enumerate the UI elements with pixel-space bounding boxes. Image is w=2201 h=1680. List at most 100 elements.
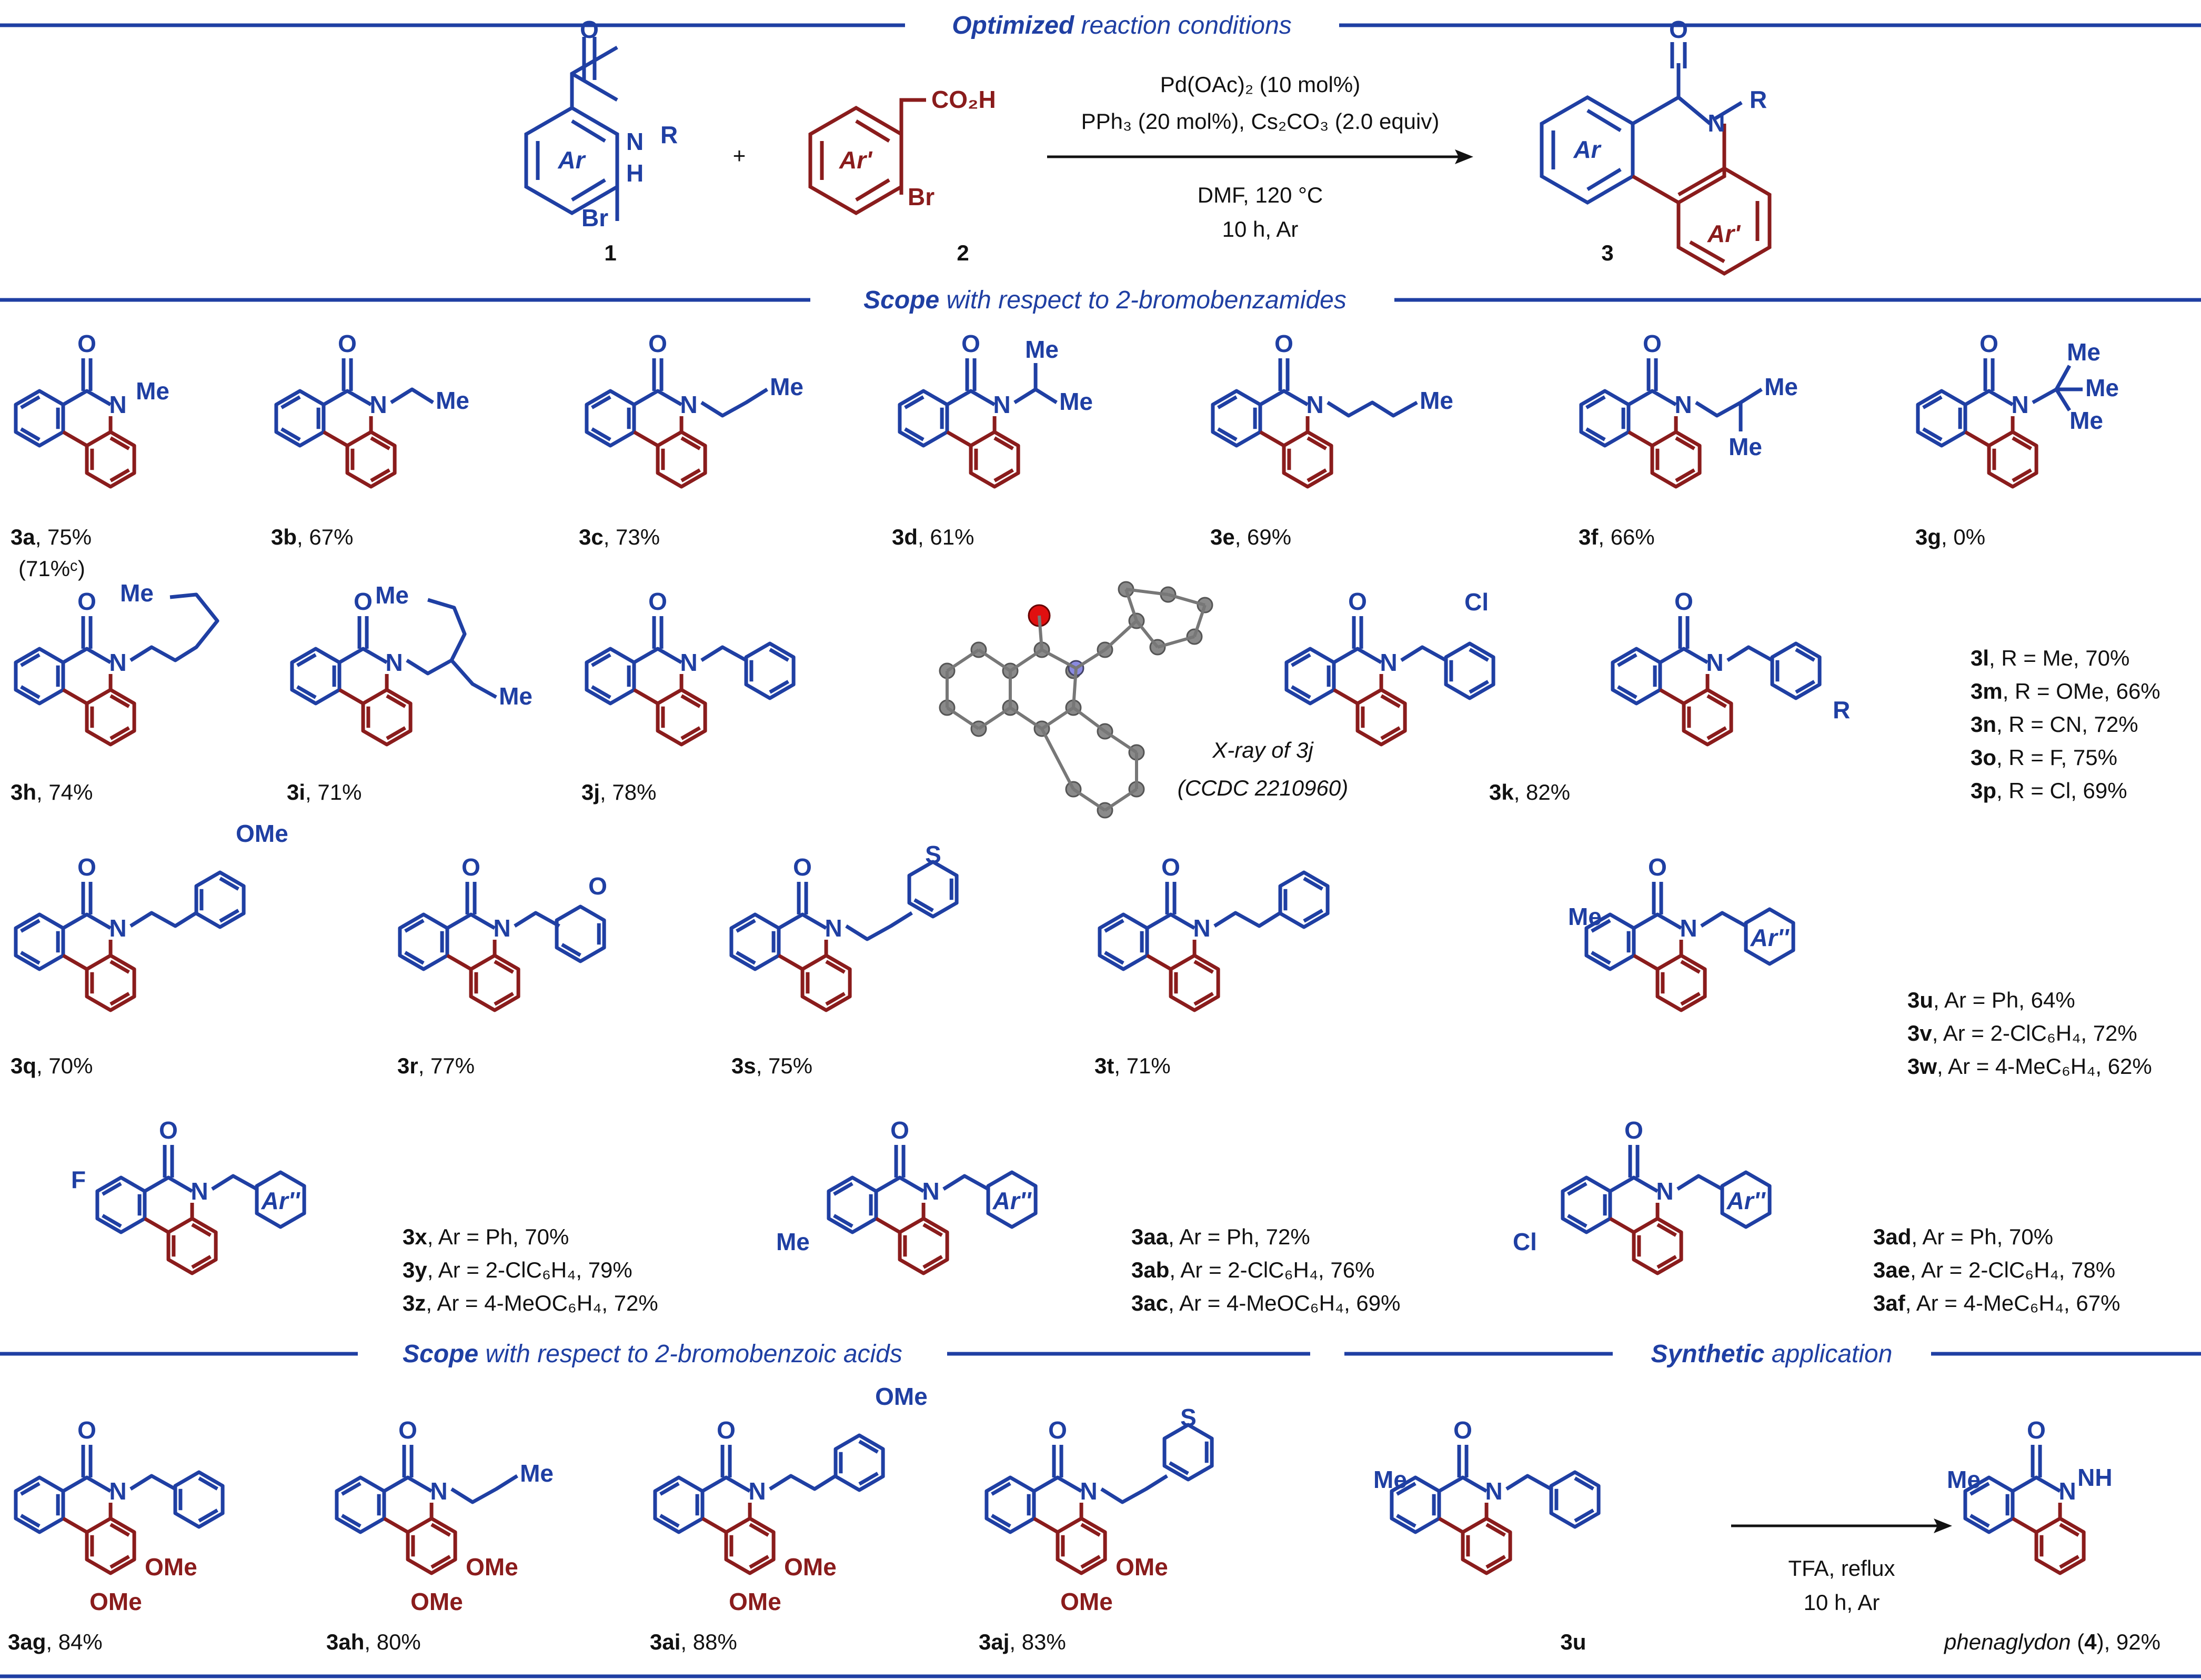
svg-text:Me: Me [1025,336,1059,363]
svg-text:Me: Me [375,581,409,609]
svg-text:Ar'': Ar'' [261,1187,301,1214]
svg-text:3t, 71%: 3t, 71% [1094,1053,1171,1078]
product-3: O N R Ar Ar' 3 [1540,16,1772,276]
svg-text:Ar'': Ar'' [992,1187,1032,1214]
svg-text:Ar'': Ar'' [1750,924,1790,951]
svg-text:Ar: Ar [1573,136,1601,163]
svg-text:PPh₃ (20 mol%), Cs₂CO₃ (2.0 eq: PPh₃ (20 mol%), Cs₂CO₃ (2.0 equiv) [1081,109,1440,134]
svg-text:N: N [109,391,126,418]
svg-text:3r, 77%: 3r, 77% [397,1053,475,1078]
svg-text:3ac, Ar = 4-MeOC₆H₄, 69%: 3ac, Ar = 4-MeOC₆H₄, 69% [1131,1291,1400,1315]
reactant-1-atoms: O N R H Br Ar 1 [557,16,678,265]
svg-text:Me: Me [1373,1466,1407,1493]
svg-text:O: O [1048,1416,1067,1444]
svg-text:OMe: OMe [784,1553,837,1581]
svg-text:Optimized reaction conditions: Optimized reaction conditions [952,12,1292,39]
svg-text:N: N [190,1178,208,1205]
svg-text:S: S [1180,1404,1197,1431]
svg-text:N: N [109,649,126,676]
application-start-label: 3u [1560,1629,1586,1654]
svg-text:O: O [648,588,667,615]
svg-text:3aj, 83%: 3aj, 83% [979,1629,1066,1654]
svg-text:3af, Ar = 4-MeC₆H₄, 67%: 3af, Ar = 4-MeC₆H₄, 67% [1873,1291,2120,1315]
svg-text:3m, R = OMe, 66%: 3m, R = OMe, 66% [1971,679,2160,703]
svg-text:3j, 78%: 3j, 78% [581,780,656,804]
svg-text:Br: Br [908,183,934,210]
svg-text:Ar': Ar' [839,146,873,174]
svg-text:3b, 67%: 3b, 67% [271,525,353,549]
series-aa-ac: 3aa, Ar = Ph, 72% 3ab, Ar = 2-ClC₆H₄, 76… [1131,1224,1400,1315]
svg-text:N: N [2058,1477,2076,1505]
svg-text:O: O [461,853,480,881]
svg-text:Scope with respect to 2-bromob: Scope with respect to 2-bromobenzoic aci… [403,1340,902,1368]
series-ad-af: 3ad, Ar = Ph, 70% 3ae, Ar = 2-ClC₆H₄, 78… [1873,1224,2120,1315]
svg-text:3h, 74%: 3h, 74% [11,780,93,804]
phenanthridinone-3l-3p: ONR [1611,588,1850,747]
svg-text:3e, 69%: 3e, 69% [1210,525,1291,549]
svg-text:Me: Me [2067,338,2101,366]
svg-text:3s, 75%: 3s, 75% [731,1053,812,1078]
svg-text:O: O [77,330,96,357]
svg-text:10 h, Ar: 10 h, Ar [1804,1590,1880,1615]
svg-text:3v, Ar = 2-ClC₆H₄, 72%: 3v, Ar = 2-ClC₆H₄, 72% [1907,1021,2137,1045]
application-product-label: phenaglydon (4), 92% [1943,1629,2160,1654]
svg-text:Me: Me [770,373,803,400]
svg-text:N: N [109,914,126,942]
svg-text:N: N [1706,649,1723,676]
svg-text:R: R [1750,86,1767,113]
svg-text:3q, 70%: 3q, 70% [11,1053,93,1078]
phenanthridinone-3r: ONO [398,853,607,1012]
svg-text:O: O [338,330,357,357]
svg-text:3ab, Ar = 2-ClC₆H₄, 76%: 3ab, Ar = 2-ClC₆H₄, 76% [1131,1258,1374,1282]
svg-text:Me: Me [776,1228,810,1255]
reactant-2 [808,98,926,216]
svg-text:O: O [1161,853,1180,881]
svg-text:N: N [1485,1477,1502,1505]
svg-text:N: N [109,1477,126,1505]
svg-text:O: O [77,588,96,615]
svg-text:OMe: OMe [1115,1553,1168,1581]
header-scope-acids: Scope with respect to 2-bromobenzoic aci… [0,1340,1310,1368]
svg-text:Scope with respect to 2-bromob: Scope with respect to 2-bromobenzamides [863,286,1346,314]
svg-text:Ar': Ar' [1707,220,1741,247]
svg-text:N: N [748,1477,766,1505]
header-optimized: Optimized reaction conditions [0,12,2201,39]
svg-text:OMe: OMe [410,1588,463,1615]
svg-text:N: N [1674,391,1692,418]
svg-text:Pd(OAc)₂ (10 mol%): Pd(OAc)₂ (10 mol%) [1160,72,1360,97]
svg-text:10 h, Ar: 10 h, Ar [1222,217,1299,242]
svg-text:O: O [1979,330,1998,357]
xray-structure: X-ray of 3j (CCDC 2210960) [939,581,1348,819]
svg-text:2: 2 [957,240,969,265]
svg-text:Me: Me [499,682,532,710]
svg-text:3a, 75%: 3a, 75% [11,525,92,549]
svg-text:O: O [1643,330,1662,357]
svg-text:OMe: OMe [145,1553,197,1581]
svg-text:Me: Me [1947,1466,1981,1493]
svg-text:N: N [385,649,403,676]
series-l-p: 3l, R = Me, 70% 3m, R = OMe, 66% 3n, R =… [1971,646,2160,803]
svg-text:R: R [1833,696,1850,723]
svg-text:Me: Me [2085,374,2119,401]
svg-text:3p, R = Cl, 69%: 3p, R = Cl, 69% [1971,778,2127,803]
svg-text:O: O [961,330,980,357]
svg-text:O: O [890,1116,909,1144]
series-u-w: 3u, Ar = Ph, 64% 3v, Ar = 2-ClC₆H₄, 72% … [1907,988,2152,1079]
svg-text:N: N [993,391,1010,418]
svg-text:Me: Me [1764,373,1798,400]
svg-text:O: O [159,1116,178,1144]
svg-text:R: R [660,121,678,148]
svg-text:3ae, Ar = 2-ClC₆H₄, 78%: 3ae, Ar = 2-ClC₆H₄, 78% [1873,1258,2115,1282]
